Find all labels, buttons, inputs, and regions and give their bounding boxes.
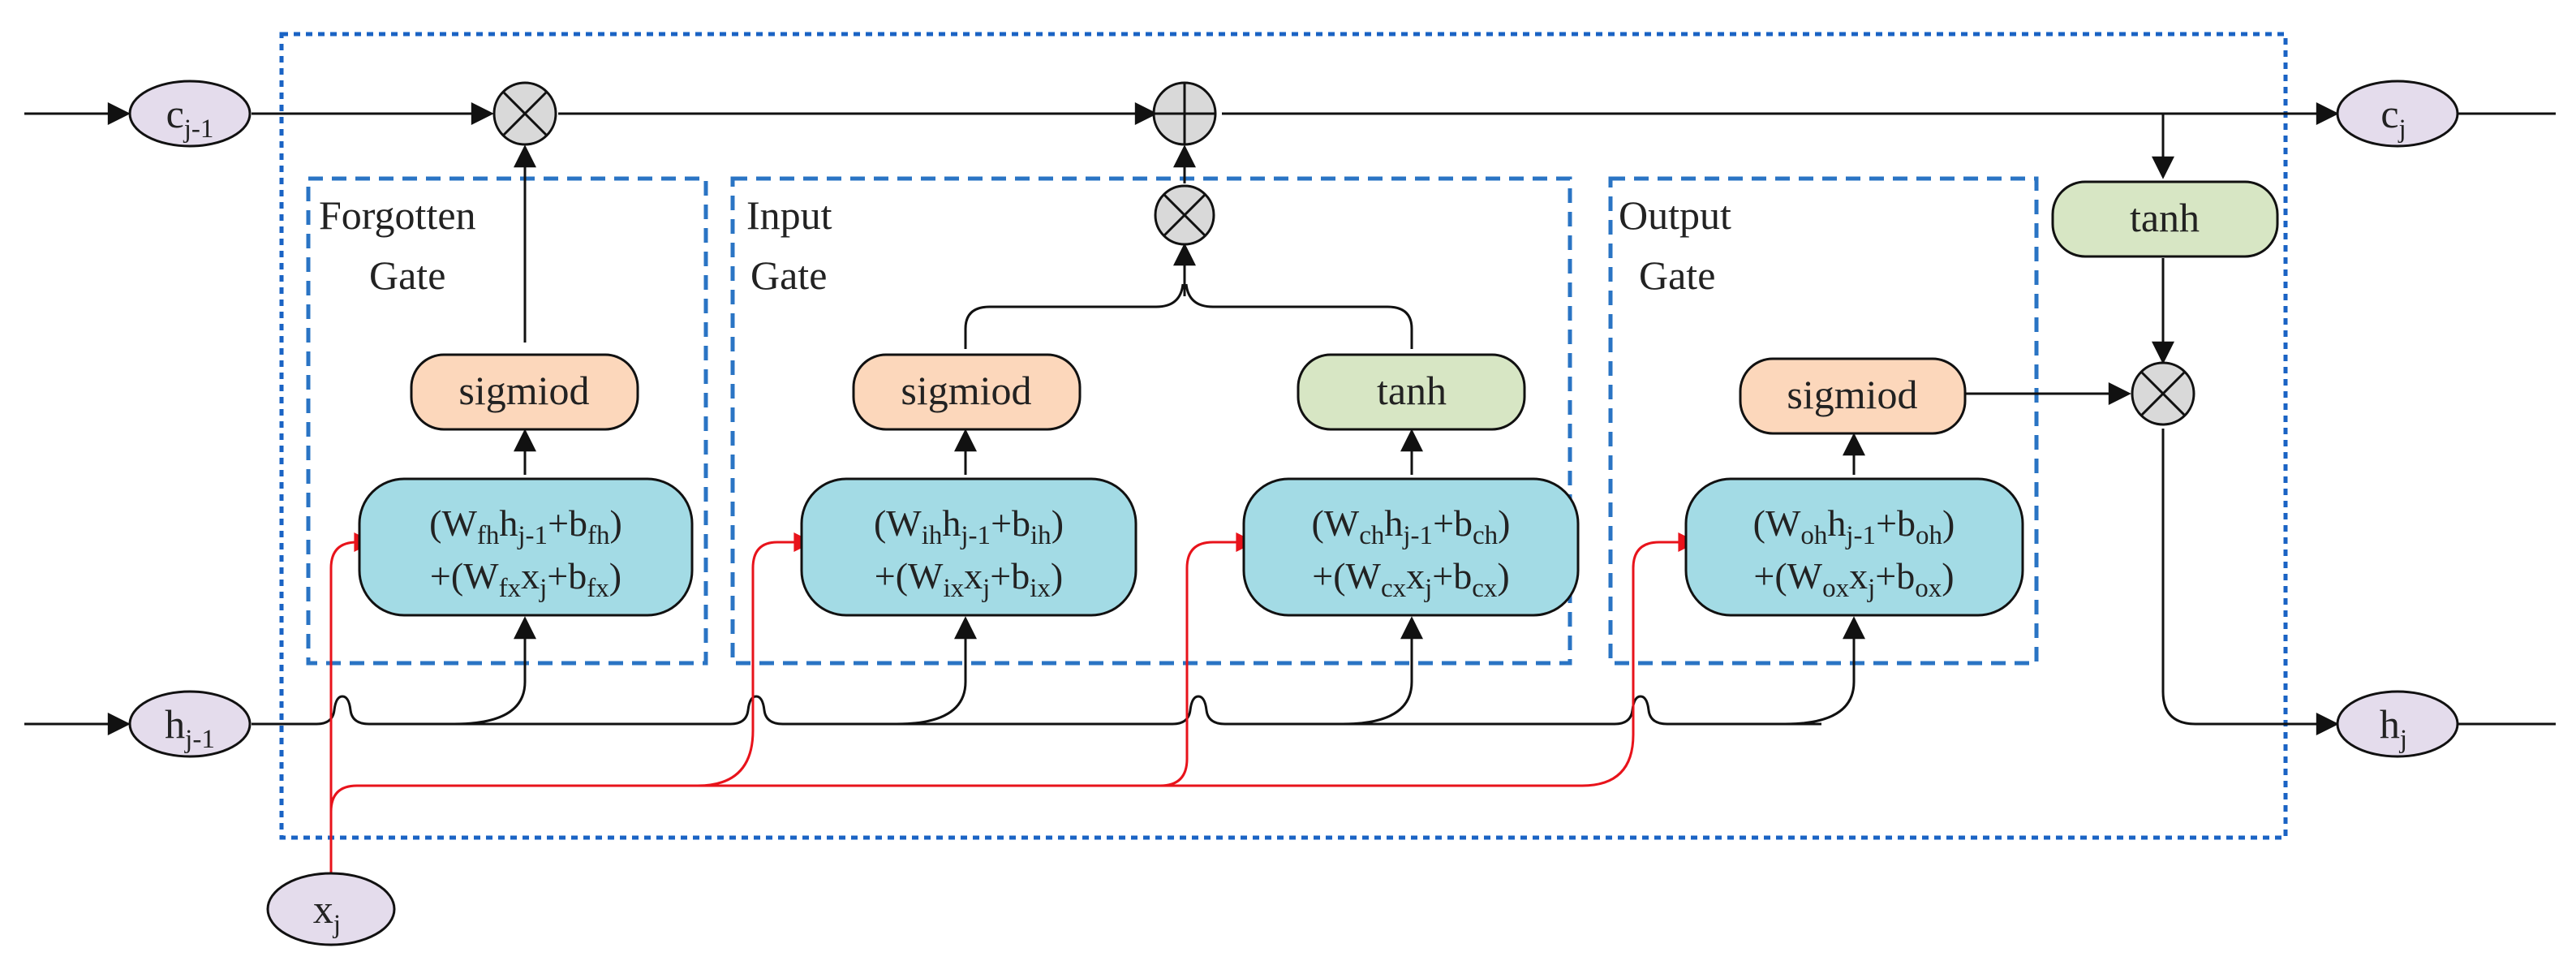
svg-text:+(Wcxxj+bcx): +(Wcxxj+bcx)	[1312, 555, 1509, 603]
forget-gate-box	[306, 176, 708, 666]
cell-add-icon	[1152, 81, 1217, 146]
output-gate-label-2: Gate	[1639, 252, 1715, 298]
input-equation-block: (Wihhj-1+bih) +(Wixxj+bix)	[800, 477, 1137, 617]
candidate-tanh-block: tanh	[1297, 353, 1526, 431]
node-h-next: hj	[2336, 690, 2459, 758]
output-multiply-icon	[2131, 361, 2195, 426]
svg-text:cj: cj	[2380, 91, 2406, 144]
forget-equation-block: (Wfhhj-1+bfh) +(Wfxxj+bfx)	[358, 477, 694, 617]
input-gate-label-2: Gate	[750, 252, 827, 298]
svg-text:(Wihhj-1+bih): (Wihhj-1+bih)	[874, 502, 1064, 550]
svg-text:(Wfhhj-1+bfh): (Wfhhj-1+bfh)	[429, 502, 622, 550]
cell-tanh-block: tanh	[2051, 180, 2279, 258]
input-gate-box	[730, 176, 1572, 666]
input-gate-label: Input	[746, 192, 832, 238]
svg-text:(Wohhj-1+boh): (Wohhj-1+boh)	[1753, 502, 1955, 550]
output-sigmoid-block: sigmiod	[1739, 357, 1967, 435]
node-x-input: xj	[266, 872, 396, 946]
cell-boundary	[279, 32, 2288, 840]
svg-text:(Wchhj-1+bch): (Wchhj-1+bch)	[1311, 502, 1510, 550]
svg-text:+(Wixxj+bix): +(Wixxj+bix)	[875, 555, 1063, 603]
input-multiply-icon	[1154, 184, 1215, 246]
svg-text:sigmiod: sigmiod	[1787, 372, 1917, 417]
forget-multiply-icon	[492, 81, 557, 146]
svg-text:sigmiod: sigmiod	[901, 368, 1031, 413]
node-c-next: cj	[2336, 80, 2459, 148]
output-equation-block: (Wohhj-1+boh) +(Woxxj+box)	[1684, 477, 2024, 617]
forget-gate-label: Forgotten	[319, 192, 476, 238]
svg-text:+(Wfxxj+bfx): +(Wfxxj+bfx)	[430, 555, 621, 603]
svg-text:cj-1: cj-1	[166, 91, 214, 144]
svg-text:hj-1: hj-1	[165, 701, 215, 754]
forget-sigmoid-block: sigmiod	[410, 353, 639, 431]
node-c-prev: cj-1	[128, 80, 252, 148]
output-gate-box	[1608, 176, 2039, 666]
svg-text:+(Woxxj+box): +(Woxxj+box)	[1753, 555, 1954, 603]
svg-text:hj: hj	[2380, 701, 2407, 754]
output-gate-label: Output	[1619, 192, 1731, 238]
forget-gate-label-2: Gate	[369, 252, 445, 298]
svg-text:tanh: tanh	[1377, 368, 1447, 413]
svg-text:tanh: tanh	[2130, 195, 2200, 240]
svg-text:sigmiod: sigmiod	[458, 368, 589, 413]
node-h-prev: hj-1	[128, 690, 252, 758]
svg-text:xj: xj	[313, 886, 341, 939]
input-sigmoid-block: sigmiod	[852, 353, 1082, 431]
candidate-equation-block: (Wchhj-1+bch) +(Wcxxj+bcx)	[1242, 477, 1580, 617]
